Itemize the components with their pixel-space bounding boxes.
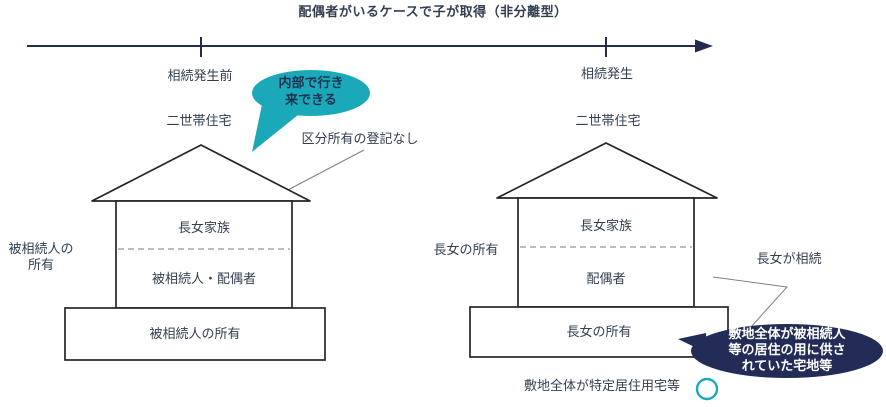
interior-bubble bbox=[252, 70, 370, 116]
daughter-inherits-label: 長女が相続 bbox=[756, 251, 822, 266]
right-house-lower-label: 配偶者 bbox=[586, 271, 626, 286]
left-house-land-label: 被相続人の所有 bbox=[149, 326, 241, 341]
left-house-owner-label: 被相続人の 所有 bbox=[1, 241, 81, 273]
right-house-land-label: 長女の所有 bbox=[566, 324, 632, 339]
footer-note-label: 敷地全体が特定居住用宅等 bbox=[523, 378, 680, 393]
timeline-label-before: 相続発生前 bbox=[167, 68, 233, 83]
right-house-type-label: 二世帯住宅 bbox=[575, 113, 641, 128]
left-house-owner-line1: 被相続人の bbox=[8, 241, 74, 256]
interior-bubble-text: 内部で行き 来できる bbox=[253, 74, 369, 108]
site-bubble-line2: 等の居住の用に供さ bbox=[728, 342, 846, 357]
left-house-body bbox=[115, 200, 293, 309]
timeline-arrowhead-icon bbox=[695, 39, 713, 53]
site-bubble-text: 敷地全体が被相続人 等の居住の用に供さ れていた宅地等 bbox=[697, 326, 877, 374]
right-house-body bbox=[517, 197, 695, 308]
site-bubble bbox=[691, 324, 883, 378]
interior-bubble-line2: 来できる bbox=[285, 92, 337, 107]
eligible-circle-icon bbox=[695, 377, 719, 401]
site-bubble-line3: れていた宅地等 bbox=[741, 358, 833, 373]
diagram-title: 配偶者がいるケースで子が取得（非分離型） bbox=[298, 4, 568, 19]
leader-line-registration bbox=[283, 149, 365, 193]
right-house-owner-label: 長女の所有 bbox=[433, 242, 499, 257]
left-house-lower-label: 被相続人・配偶者 bbox=[151, 271, 256, 286]
left-house-owner-line2: 所有 bbox=[27, 257, 54, 272]
left-house-type-label: 二世帯住宅 bbox=[166, 113, 232, 128]
no-registration-label: 区分所有の登記なし bbox=[301, 131, 419, 146]
left-house-upper-label: 長女家族 bbox=[177, 220, 230, 235]
left-house-land bbox=[64, 307, 326, 361]
timeline-label-event: 相続発生 bbox=[580, 66, 633, 81]
right-house-land bbox=[469, 306, 729, 358]
site-bubble-line1: 敷地全体が被相続人 bbox=[728, 326, 846, 341]
right-house-upper-label: 長女家族 bbox=[579, 218, 632, 233]
right-house-roof bbox=[496, 142, 718, 199]
leader-line-daughter-inherits bbox=[712, 276, 789, 328]
left-house-roof bbox=[91, 144, 311, 202]
interior-bubble-line1: 内部で行き bbox=[278, 75, 344, 90]
